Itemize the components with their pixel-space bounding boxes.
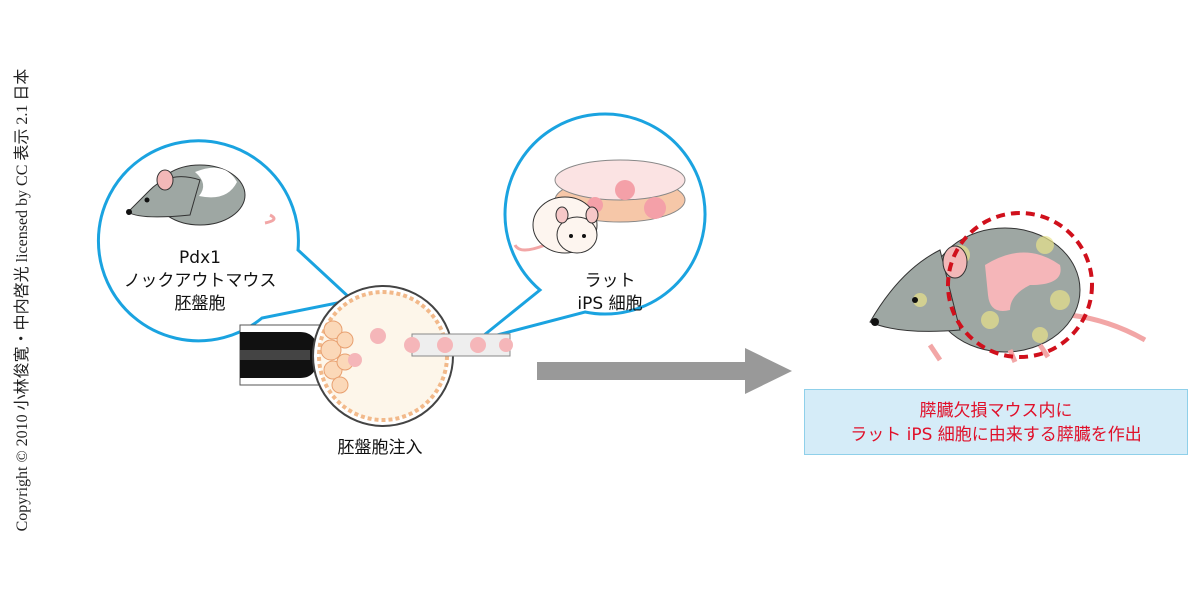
pancreas-highlight-circle [946,211,1094,359]
result-line-2: ラット iPS 細胞に由来する膵臓を作出 [850,425,1142,445]
left-bubble-label: Pdx1 ノックアウトマウス 胚盤胞 [110,247,290,316]
holding-pipette [239,324,321,386]
copyright-notice: Copyright © 2010 小林俊寛・中内啓光 licensed by C… [14,68,31,532]
right-bubble-label: ラット iPS 細胞 [550,270,670,316]
mouse-type: ノックアウトマウス [123,271,277,291]
gene-name: Pdx1 [179,248,221,268]
result-line-1: 膵臓欠損マウス内に [919,401,1073,421]
cell-type: iPS 細胞 [577,294,643,314]
result-box: 膵臓欠損マウス内に ラット iPS 細胞に由来する膵臓を作出 [804,389,1188,455]
rat-icon [513,196,599,254]
injection-needle [404,333,513,357]
knockout-mouse-icon [126,164,276,226]
cell-type: 胚盤胞 [174,294,226,314]
chimeric-mouse-icon [869,227,1147,363]
process-arrow-icon [537,348,792,394]
injection-label: 胚盤胞注入 [337,438,423,458]
species-name: ラット [584,271,636,291]
blastocyst [312,285,454,427]
